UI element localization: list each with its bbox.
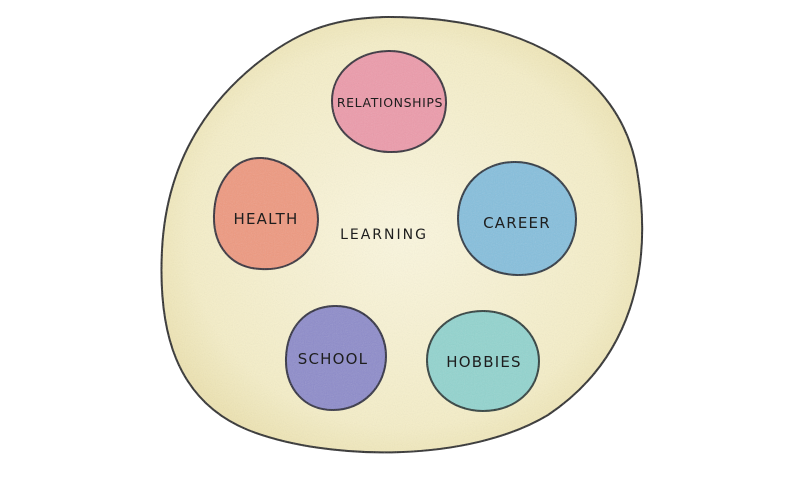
node-relationships: RELATIONSHIPS — [330, 49, 448, 154]
node-health: HEALTH — [212, 156, 320, 271]
career-label: CAREER — [483, 214, 551, 232]
hobbies-label: HOBBIES — [446, 353, 522, 371]
health-bubble — [212, 156, 320, 271]
center-label: LEARNING — [340, 227, 428, 243]
hobbies-bubble — [425, 309, 541, 413]
relationships-bubble — [330, 49, 448, 154]
career-bubble — [456, 160, 578, 277]
node-career: CAREER — [456, 160, 578, 277]
node-hobbies: HOBBIES — [425, 309, 541, 413]
health-label: HEALTH — [234, 210, 299, 228]
school-bubble — [284, 304, 388, 412]
school-label: SCHOOL — [298, 350, 368, 368]
relationships-label: RELATIONSHIPS — [337, 95, 443, 110]
node-school: SCHOOL — [284, 304, 388, 412]
